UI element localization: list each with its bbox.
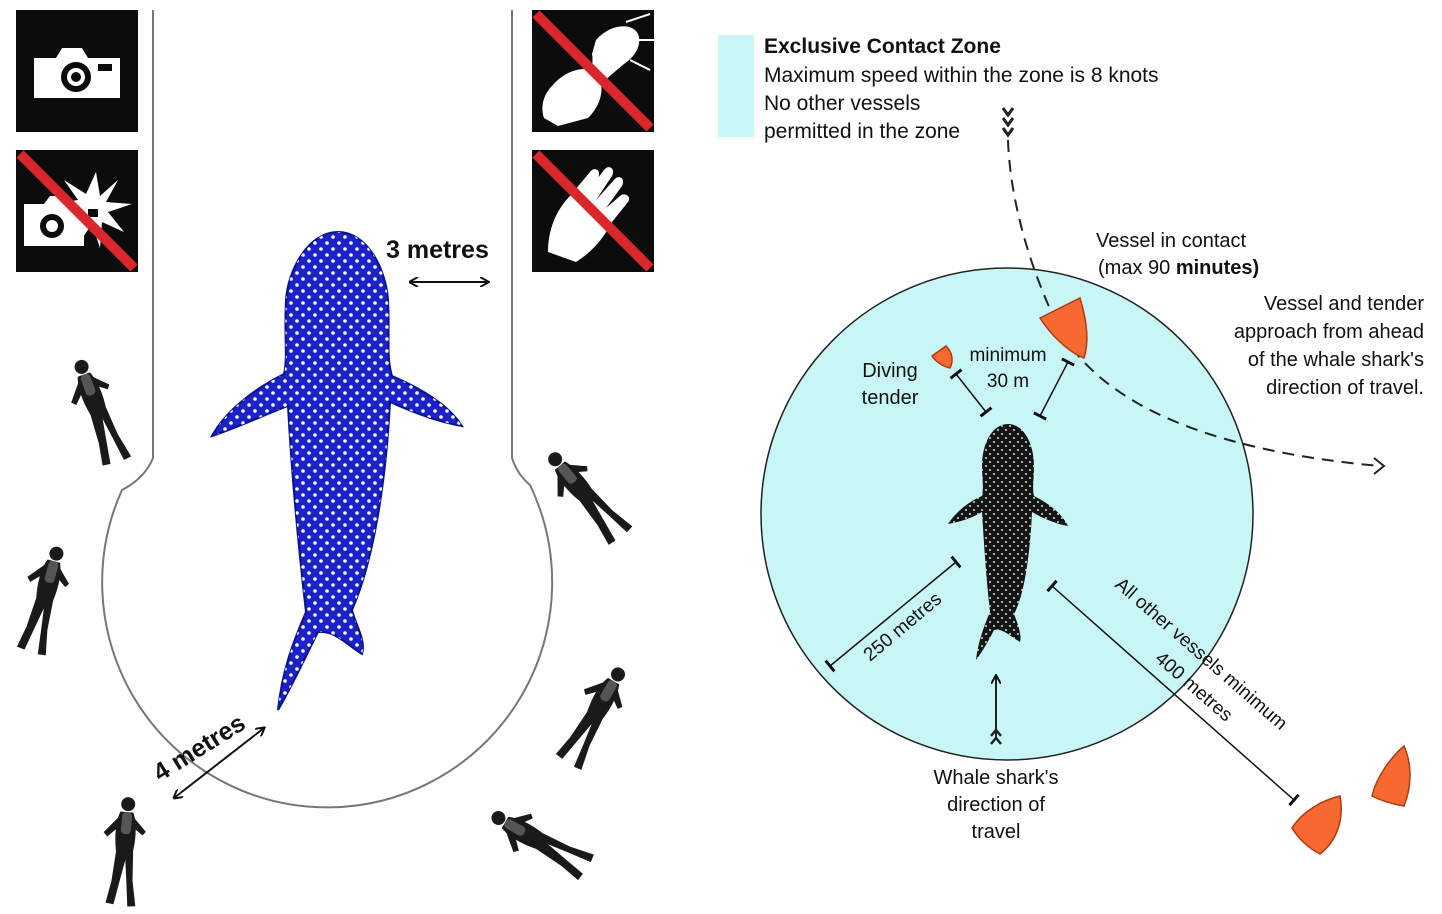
minimum-distance-label-1: minimum xyxy=(969,345,1046,366)
legend-line-1: Maximum speed within the zone is 8 knots xyxy=(764,64,1159,87)
direction-label-2: direction of xyxy=(947,794,1045,816)
diver-figure xyxy=(548,657,639,772)
approach-note-line: Vessel and tender xyxy=(1264,293,1424,315)
vessel-in-contact-label-1: Vessel in contact xyxy=(1096,230,1247,252)
no-flash-icon xyxy=(16,150,138,272)
no-hand-icon xyxy=(532,150,654,272)
other-vessel-boat xyxy=(1372,746,1410,806)
approach-note-line: direction of travel. xyxy=(1266,377,1424,399)
diver-figure xyxy=(534,441,636,551)
diver-figure xyxy=(97,795,148,907)
vessel-in-contact-label-2: (max 90 minutes) xyxy=(1098,257,1259,279)
label-3-metres: 3 metres xyxy=(386,236,489,264)
other-vessel-boat xyxy=(1292,796,1341,854)
right-panel: Exclusive Contact Zone Maximum speed wit… xyxy=(718,35,1424,854)
left-panel: 3 metres 4 metres xyxy=(9,10,654,908)
diving-tender-label-2: tender xyxy=(862,387,919,409)
whale-shark-blue xyxy=(212,232,462,710)
diving-tender-label-1: Diving xyxy=(862,360,918,382)
approach-note-line: of the whale shark's xyxy=(1248,349,1424,371)
legend-line-3: permitted in the zone xyxy=(764,120,960,143)
direction-label-1: Whale shark's xyxy=(934,767,1059,789)
diver-figure xyxy=(481,797,596,888)
label-4-metres: 4 metres xyxy=(148,709,250,787)
approach-note: Vessel and tender approach from ahead of… xyxy=(1234,293,1424,399)
no-touch-icon xyxy=(532,10,654,132)
legend-title: Exclusive Contact Zone xyxy=(764,35,1001,58)
diver-figure xyxy=(59,353,136,470)
legend-swatch xyxy=(718,35,754,137)
approach-note-line: approach from ahead xyxy=(1234,321,1424,343)
legend-line-2: No other vessels xyxy=(764,92,920,115)
camera-icon xyxy=(16,10,138,132)
approach-path-arrowhead xyxy=(1374,458,1384,474)
diver-figure xyxy=(9,541,78,657)
minimum-distance-label-2: 30 m xyxy=(987,371,1029,392)
direction-label-3: travel xyxy=(972,821,1021,843)
approach-chevrons-icon xyxy=(1003,108,1013,135)
